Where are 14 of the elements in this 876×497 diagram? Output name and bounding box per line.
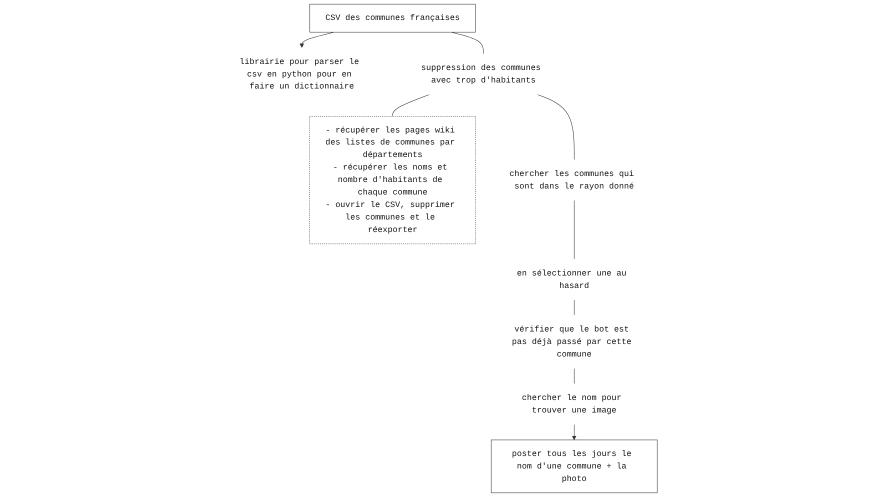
arrow [572, 424, 576, 440]
node-text: vérifier que le bot est pas déjà passé par cette commune [512, 324, 632, 359]
connector [450, 32, 484, 54]
node-box: - récupérer les pages wiki des listes de communes par départements - récupérer les noms et nombre d'habitants de chaque commune - ouvrir le CSV, supprimer les communes et le réexporter [309, 116, 476, 244]
node-text: chercher les communes qui sont dans le rayon donné [509, 169, 634, 191]
node-text: en sélectionner une au hasard [516, 268, 626, 291]
arrow [300, 32, 334, 48]
node-box: CSV des communes françaises [310, 4, 476, 32]
node-box: poster tous les jours le nom d'une commune + la photo [490, 440, 658, 494]
node-text: librairie pour parser le csv en python pour en faire un dictionnaire [240, 57, 360, 92]
node-text: suppression des communes avec trop d'habitants [421, 63, 541, 86]
node-text: chercher le nom pour trouver une image [522, 393, 622, 416]
connector [536, 94, 574, 160]
connector [392, 94, 430, 116]
